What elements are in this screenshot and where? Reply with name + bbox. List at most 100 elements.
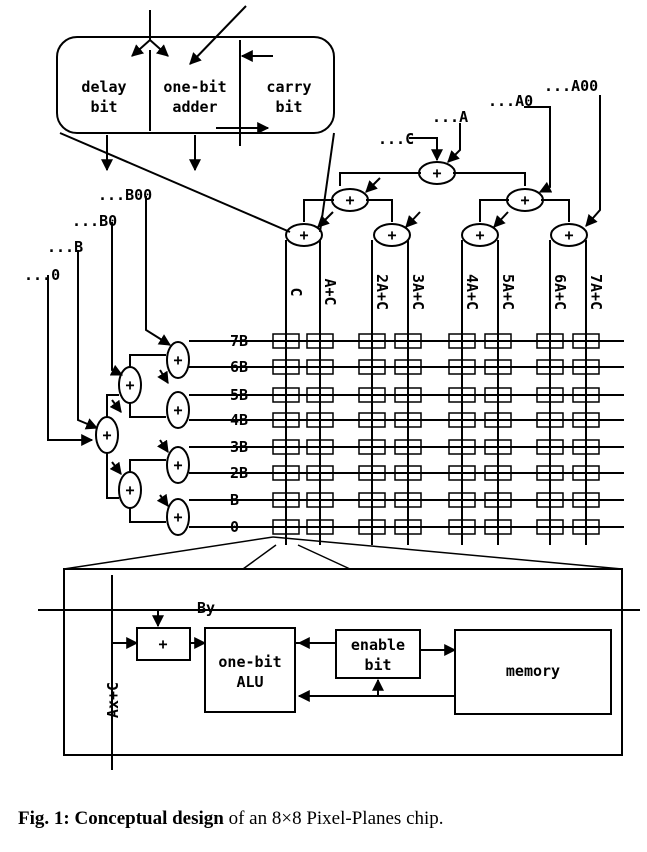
pixel-cell xyxy=(358,519,386,535)
pixel-cell xyxy=(572,412,600,428)
pixel-cell xyxy=(572,387,600,403)
column-label: 3A+C xyxy=(409,274,427,310)
detail-adder-plus: + xyxy=(158,635,167,653)
figure-caption: Fig. 1: Conceptual design of an 8×8 Pixe… xyxy=(18,808,638,830)
pixel-cell xyxy=(536,465,564,481)
pixel-cell xyxy=(358,465,386,481)
pixel-cell xyxy=(572,492,600,508)
adder-label: one-bit xyxy=(163,78,226,96)
adder-plus: + xyxy=(173,351,182,369)
pixel-cell xyxy=(394,412,422,428)
pixel-cell xyxy=(572,359,600,375)
pixel-cell xyxy=(272,519,300,535)
pixel-cell xyxy=(394,492,422,508)
pixel-cell xyxy=(572,519,600,535)
b-input-labels: ...B00 ...B0 ...B ...0 xyxy=(24,186,152,284)
pixel-cell xyxy=(306,492,334,508)
pixel-grid xyxy=(272,333,600,535)
pixel-cell xyxy=(484,492,512,508)
adder-plus-signs: ++++++++++++++ xyxy=(102,164,573,526)
pixel-cell xyxy=(272,359,300,375)
pixel-cell xyxy=(484,412,512,428)
pixel-cell xyxy=(306,519,334,535)
by-label: By xyxy=(197,599,215,617)
delay-label: delay xyxy=(81,78,126,96)
pixel-cell xyxy=(272,412,300,428)
pixel-cell xyxy=(484,359,512,375)
pixel-cell xyxy=(536,333,564,349)
ax-label: Ax+C xyxy=(104,682,122,718)
pixel-cell xyxy=(272,465,300,481)
b-input-label: ...B00 xyxy=(98,186,152,204)
caption-prefix: Fig. 1: xyxy=(18,808,70,829)
pixel-cell xyxy=(448,359,476,375)
row-label: 7B xyxy=(230,332,248,350)
pixel-cell xyxy=(448,465,476,481)
column-label: C xyxy=(287,287,305,296)
adder-plus: + xyxy=(173,508,182,526)
pixel-cell xyxy=(536,359,564,375)
adder-plus: + xyxy=(173,456,182,474)
pixel-cell xyxy=(306,359,334,375)
pixel-cell xyxy=(484,519,512,535)
enable-label: enable xyxy=(351,636,405,654)
column-label: 6A+C xyxy=(551,274,569,310)
adder-plus: + xyxy=(299,226,308,244)
pixel-cell xyxy=(306,333,334,349)
pixel-cell xyxy=(448,387,476,403)
column-label: A+C xyxy=(321,278,339,305)
row-label: 4B xyxy=(230,411,248,429)
pixel-cell xyxy=(484,439,512,455)
adder-plus: + xyxy=(475,226,484,244)
adder-plus: + xyxy=(345,191,354,209)
pixel-cell xyxy=(572,439,600,455)
b-input-label: ...0 xyxy=(24,266,60,284)
carry-label: carry xyxy=(266,78,311,96)
pixel-cell xyxy=(448,492,476,508)
a-input-label: ...A00 xyxy=(544,77,598,95)
top-box-labels: delay bit one-bit adder carry bit xyxy=(81,78,311,116)
pixel-cell xyxy=(394,439,422,455)
pixel-cell xyxy=(306,439,334,455)
adder-plus: + xyxy=(102,426,111,444)
pixel-cell xyxy=(484,387,512,403)
b-input-label: ...B xyxy=(47,238,83,256)
b-adder-tree xyxy=(47,196,624,536)
adder-plus: + xyxy=(387,226,396,244)
pixel-cell xyxy=(484,333,512,349)
caption-rest: of an 8×8 Pixel-Planes chip. xyxy=(228,808,444,829)
a-input-label: ...A xyxy=(432,108,468,126)
column-label: 5A+C xyxy=(499,274,517,310)
row-label: 3B xyxy=(230,438,248,456)
delay-label: bit xyxy=(90,98,117,116)
pixel-cell xyxy=(448,439,476,455)
pixel-cell xyxy=(536,387,564,403)
pixel-cell xyxy=(306,412,334,428)
adder-plus: + xyxy=(125,376,134,394)
pixel-cell xyxy=(358,492,386,508)
column-label: 4A+C xyxy=(463,274,481,310)
pixel-cell xyxy=(572,465,600,481)
adder-plus: + xyxy=(125,481,134,499)
pixel-cell xyxy=(272,387,300,403)
adder-plus: + xyxy=(173,401,182,419)
adder-plus: + xyxy=(564,226,573,244)
alu-label: ALU xyxy=(236,673,263,691)
memory-label: memory xyxy=(506,662,560,680)
a-adder-tree xyxy=(285,95,601,545)
adder-label: adder xyxy=(172,98,217,116)
enable-label: bit xyxy=(364,656,391,674)
column-label: 2A+C xyxy=(373,274,391,310)
detail-labels: By Ax+C + one-bit ALU enable bit memory xyxy=(104,599,560,718)
pixel-cell xyxy=(536,519,564,535)
pixel-cell xyxy=(358,439,386,455)
pixel-cell xyxy=(272,492,300,508)
b-input-label: ...B0 xyxy=(72,212,117,230)
pixel-cell xyxy=(448,412,476,428)
pixel-cell xyxy=(536,412,564,428)
pixel-cell xyxy=(358,359,386,375)
pixel-cell xyxy=(536,492,564,508)
